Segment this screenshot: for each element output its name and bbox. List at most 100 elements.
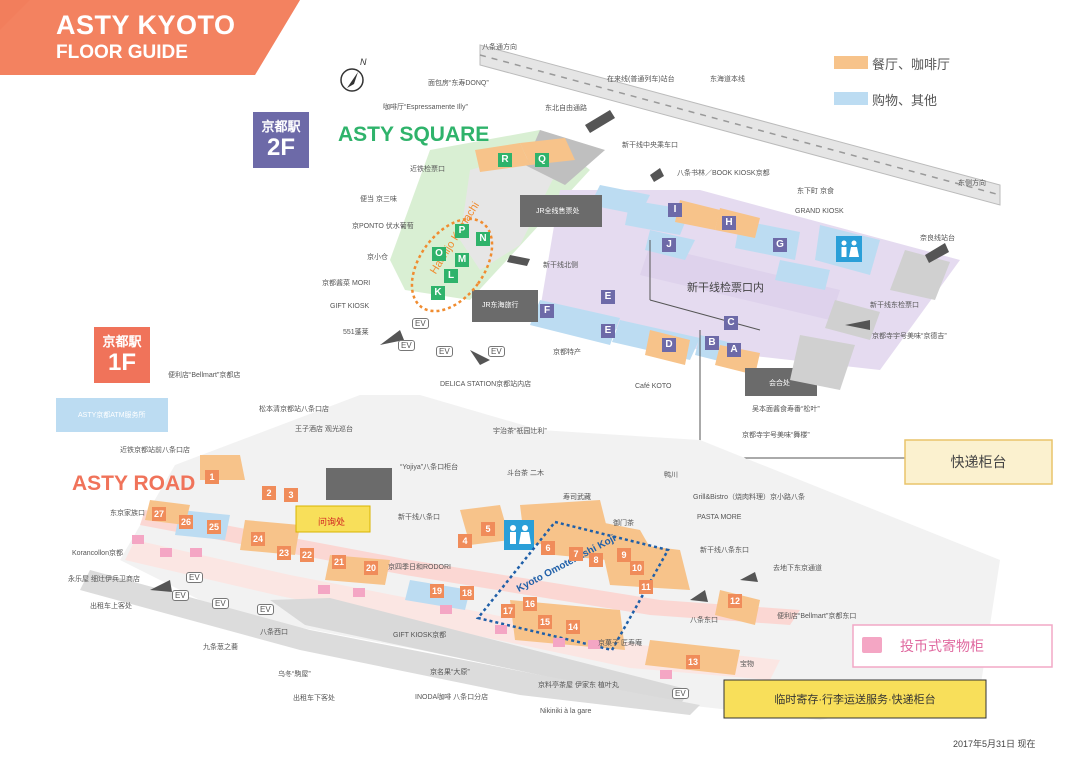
marker-2f-e[interactable]: E [601, 324, 615, 338]
map-title: ASTY KYOTO [56, 10, 236, 40]
label-east-gate: 新干线东检票口 [870, 302, 919, 309]
label-seaside: 在来线(普通列车)站台 [607, 76, 675, 83]
label-mori: 京都酱菜 MORI [322, 280, 371, 287]
delivery-counter-box [904, 439, 1053, 485]
label-cafe-koto: Café KOTO [635, 383, 672, 390]
label-yojiya: “Yojiya”八条口柜台 [400, 464, 459, 471]
label-ticket-gate-ext: 新干线中央乘车口 [622, 142, 678, 149]
marker-1f-25[interactable]: 25 [207, 520, 221, 534]
marker-1f-20[interactable]: 20 [364, 561, 378, 575]
elevator-icon: EV [186, 572, 203, 583]
label-kintetsu-lines: 近铁检票口 [410, 166, 445, 173]
label-jr-ticket: JR全线售票处 [536, 208, 580, 215]
marker-1f-6[interactable]: 6 [541, 541, 555, 555]
label-taxi: 出租车上客处 [90, 603, 132, 610]
luggage-service-box [723, 679, 987, 719]
marker-2f-o[interactable]: O [432, 247, 446, 261]
marker-2f-d[interactable]: D [662, 338, 676, 352]
label-inoda: INODA咖啡 八条口分店 [415, 694, 489, 701]
marker-1f-1[interactable]: 1 [205, 470, 219, 484]
restroom-icon-2f [836, 236, 862, 262]
marker-1f-13[interactable]: 13 [686, 655, 700, 669]
marker-2f-r[interactable]: R [498, 153, 512, 167]
label-kyocake: 京小仓 [367, 254, 388, 261]
floor-level-2f: 2F [266, 134, 295, 161]
marker-1f-23[interactable]: 23 [277, 546, 291, 560]
marker-2f-a[interactable]: A [727, 343, 741, 357]
label-dong: 面包房“东寿DONQ” [428, 80, 489, 87]
marker-1f-9[interactable]: 9 [617, 548, 631, 562]
coin-locker-label: 投币式寄物柜 [900, 638, 984, 654]
label-atm: ASTY京都ATM服务所 [78, 412, 146, 419]
legend-label-restaurant: 餐厅、咖啡厅 [872, 57, 951, 72]
marker-1f-24[interactable]: 24 [251, 532, 265, 546]
marker-1f-5[interactable]: 5 [481, 522, 495, 536]
label-tokai-note: 东海道本线 [710, 76, 745, 83]
label-kinteisu-east: 八条通方向 [482, 44, 517, 51]
header-banner [0, 0, 300, 75]
area-title-2f: ASTY SQUARE [338, 123, 490, 146]
marker-1f-2[interactable]: 2 [262, 486, 276, 500]
marker-2f-h[interactable]: H [722, 216, 736, 230]
floor-station-2f: 京都駅 [261, 119, 301, 134]
elevator-icon: EV [257, 604, 274, 615]
label-sweetshop: 宝物 [740, 661, 754, 668]
marker-2f-j[interactable]: J [662, 238, 676, 252]
marker-1f-7[interactable]: 7 [569, 547, 583, 561]
marker-2f-k[interactable]: K [431, 286, 445, 300]
marker-2f-b[interactable]: B [705, 336, 719, 350]
marker-2f-m[interactable]: M [455, 253, 469, 267]
marker-1f-10[interactable]: 10 [630, 561, 644, 575]
compass-north-label: N [360, 57, 367, 67]
floor-badge-1f: 京都駅 1F [94, 327, 150, 383]
marker-1f-4[interactable]: 4 [458, 534, 472, 548]
elevator-icon: EV [672, 688, 689, 699]
atm-box [56, 398, 168, 432]
marker-2f-e[interactable]: E [601, 290, 615, 304]
hachijo-komachi-outline [410, 217, 494, 313]
marker-2f-c[interactable]: C [724, 316, 738, 330]
marker-2f-q[interactable]: Q [535, 153, 549, 167]
marker-2f-g[interactable]: G [773, 238, 787, 252]
marker-2f-l[interactable]: L [444, 269, 458, 283]
marker-1f-12[interactable]: 12 [728, 594, 742, 608]
marker-1f-22[interactable]: 22 [300, 548, 314, 562]
marker-1f-16[interactable]: 16 [523, 597, 537, 611]
delivery-counter-label: 快递柜台 [950, 454, 1007, 470]
marker-2f-n[interactable]: N [476, 232, 490, 246]
marker-1f-18[interactable]: 18 [460, 586, 474, 600]
label-espresso: 咖啡厅“Espressamente Illy” [383, 104, 468, 111]
label-kujo: 九条葱之蕎 [203, 644, 238, 651]
label-meeting: 会合处 [769, 380, 790, 387]
label-kyotohira: 京菓子 匠寿庵 [598, 640, 642, 647]
marker-1f-11[interactable]: 11 [639, 580, 653, 594]
marker-1f-14[interactable]: 14 [566, 620, 580, 634]
marker-1f-27[interactable]: 27 [152, 507, 166, 521]
marker-2f-p[interactable]: P [455, 224, 469, 238]
label-giftkiosk: GIFT KIOSK [330, 303, 370, 310]
label-shinkansen-1f-hachijo: 新干线八条东口 [700, 547, 749, 554]
label-gift-kiosk-1f: GIFT KIOSK京都 [393, 632, 447, 639]
marker-1f-26[interactable]: 26 [179, 515, 193, 529]
label-ponto: 京PONTO 伏水葡萄 [352, 223, 414, 230]
label-grandkiosk: GRAND KIOSK [795, 208, 844, 215]
marker-1f-3[interactable]: 3 [284, 488, 298, 502]
asty-road-corridor [140, 510, 800, 625]
marker-1f-15[interactable]: 15 [538, 615, 552, 629]
marker-1f-8[interactable]: 8 [589, 553, 603, 567]
label-hachijo-west: 八条西口 [260, 629, 288, 636]
marker-2f-i[interactable]: I [668, 203, 682, 217]
info-counter-box [295, 505, 371, 533]
marker-1f-21[interactable]: 21 [332, 555, 346, 569]
marker-1f-17[interactable]: 17 [501, 604, 515, 618]
label-ipuddo: 宇治茶“祇园辻利” [493, 428, 547, 435]
marker-2f-f[interactable]: F [540, 304, 554, 318]
label-princeroad: 王子酒店 观光巡台 [295, 426, 353, 433]
marker-1f-19[interactable]: 19 [430, 584, 444, 598]
map-subtitle: FLOOR GUIDE [56, 42, 188, 63]
jr-tokai-travel-2f [472, 290, 538, 322]
label-grill-bistro: Grill&Bistro（烧肉料理）京小路八条 [693, 494, 806, 501]
label-osakana: 寿司武藏 [563, 494, 591, 501]
label-bellmart: 便利店“Bellmart”京都店 [168, 372, 241, 379]
